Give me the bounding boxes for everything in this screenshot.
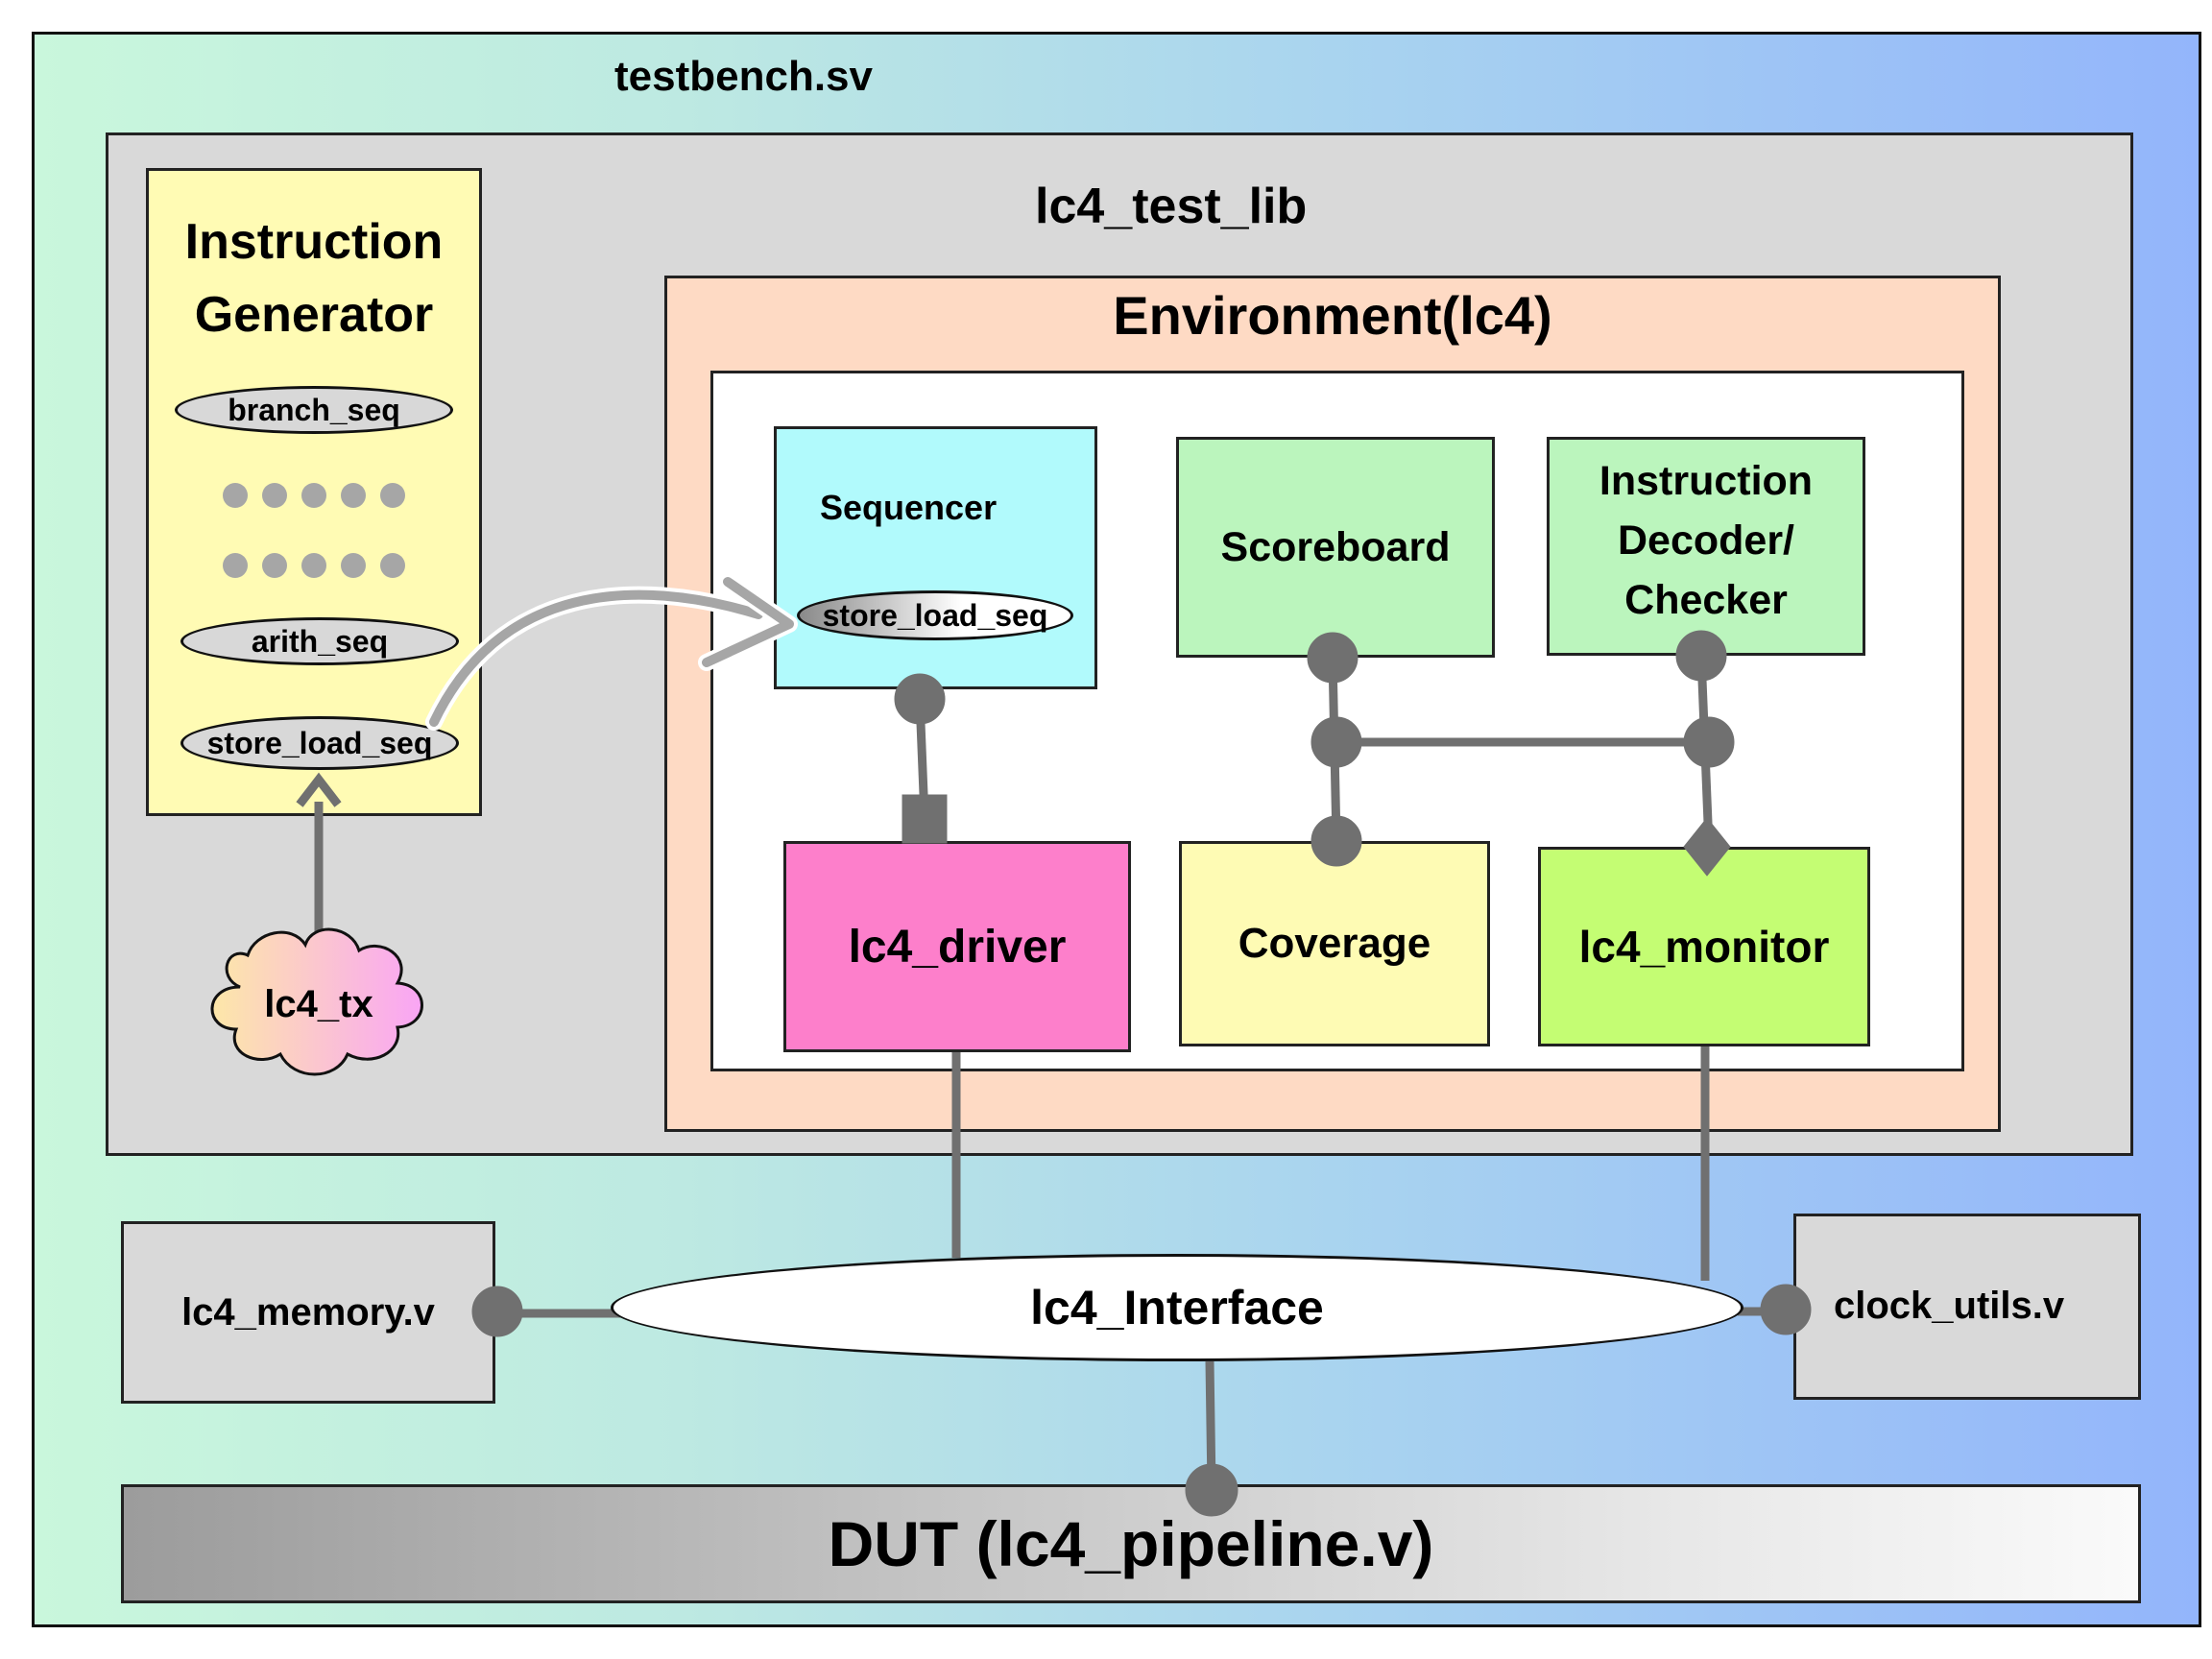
dut-label: DUT (lc4_pipeline.v)	[828, 1508, 1434, 1579]
memory-label: lc4_memory.v	[181, 1290, 435, 1334]
arith-seq-oval: arith_seq	[180, 617, 459, 665]
ellipsis-dot	[380, 553, 405, 578]
scoreboard: Scoreboard	[1176, 437, 1495, 658]
ellipsis-dot	[262, 483, 287, 508]
ellipsis-dot	[262, 553, 287, 578]
environment-title: Environment(lc4)	[1113, 285, 1552, 346]
decoder-label-line3: Checker	[1624, 577, 1788, 623]
sequencer-store-load-seq: store_load_seq	[797, 590, 1073, 640]
ellipsis-dot	[341, 553, 366, 578]
transaction-cloud	[210, 927, 423, 1076]
interface-links	[471, 1284, 1812, 1517]
transaction-label: lc4_tx	[264, 983, 373, 1025]
ellipsis-dot	[301, 483, 326, 508]
test-lib-title: lc4_test_lib	[1035, 179, 1308, 234]
lc4-driver: lc4_driver	[783, 841, 1131, 1052]
branch-seq-oval: branch_seq	[175, 386, 453, 434]
dut: DUT (lc4_pipeline.v)	[121, 1484, 2141, 1603]
up-arrow	[296, 772, 342, 946]
sequencer-driver-connector	[894, 673, 948, 844]
sequencer	[774, 426, 1097, 689]
clock-utils	[1793, 1214, 2141, 1400]
generator-title-line2: Generator	[194, 287, 434, 343]
interface-label: lc4_Interface	[1030, 1281, 1324, 1334]
curved-arrow	[425, 573, 798, 731]
arith-seq-label: arith_seq	[251, 623, 389, 659]
branch-seq-label: branch_seq	[228, 392, 400, 427]
ellipsis-dot	[341, 483, 366, 508]
analysis-connector-network	[1307, 630, 1735, 877]
lc4-monitor: lc4_monitor	[1538, 847, 1870, 1046]
monitor-label: lc4_monitor	[1578, 922, 1830, 972]
lc4-memory: lc4_memory.v	[121, 1221, 495, 1404]
clock-label: clock_utils.v	[1834, 1285, 2065, 1327]
agent-interface-lines	[951, 1046, 1710, 1281]
driver-label: lc4_driver	[848, 921, 1067, 973]
decoder-label-line1: Instruction	[1599, 458, 1814, 504]
ellipsis-dot	[380, 483, 405, 508]
testbench-title: testbench.sv	[614, 53, 873, 100]
scoreboard-label: Scoreboard	[1220, 523, 1451, 570]
sequencer-store-load-seq-label: store_load_seq	[822, 597, 1048, 633]
sequencer-title: Sequencer	[820, 488, 998, 527]
lc4-interface: lc4_Interface	[611, 1254, 1743, 1361]
store-load-seq-label: store_load_seq	[206, 725, 433, 760]
coverage: Coverage	[1179, 841, 1490, 1046]
coverage-label: Coverage	[1238, 920, 1431, 967]
ellipsis-dot	[223, 483, 248, 508]
ellipsis-dot	[223, 553, 248, 578]
ellipsis-dot	[301, 553, 326, 578]
decoder-label-line2: Decoder/	[1617, 517, 1794, 564]
generator-title-line1: Instruction	[184, 214, 444, 270]
store-load-seq-oval: store_load_seq	[180, 716, 459, 770]
